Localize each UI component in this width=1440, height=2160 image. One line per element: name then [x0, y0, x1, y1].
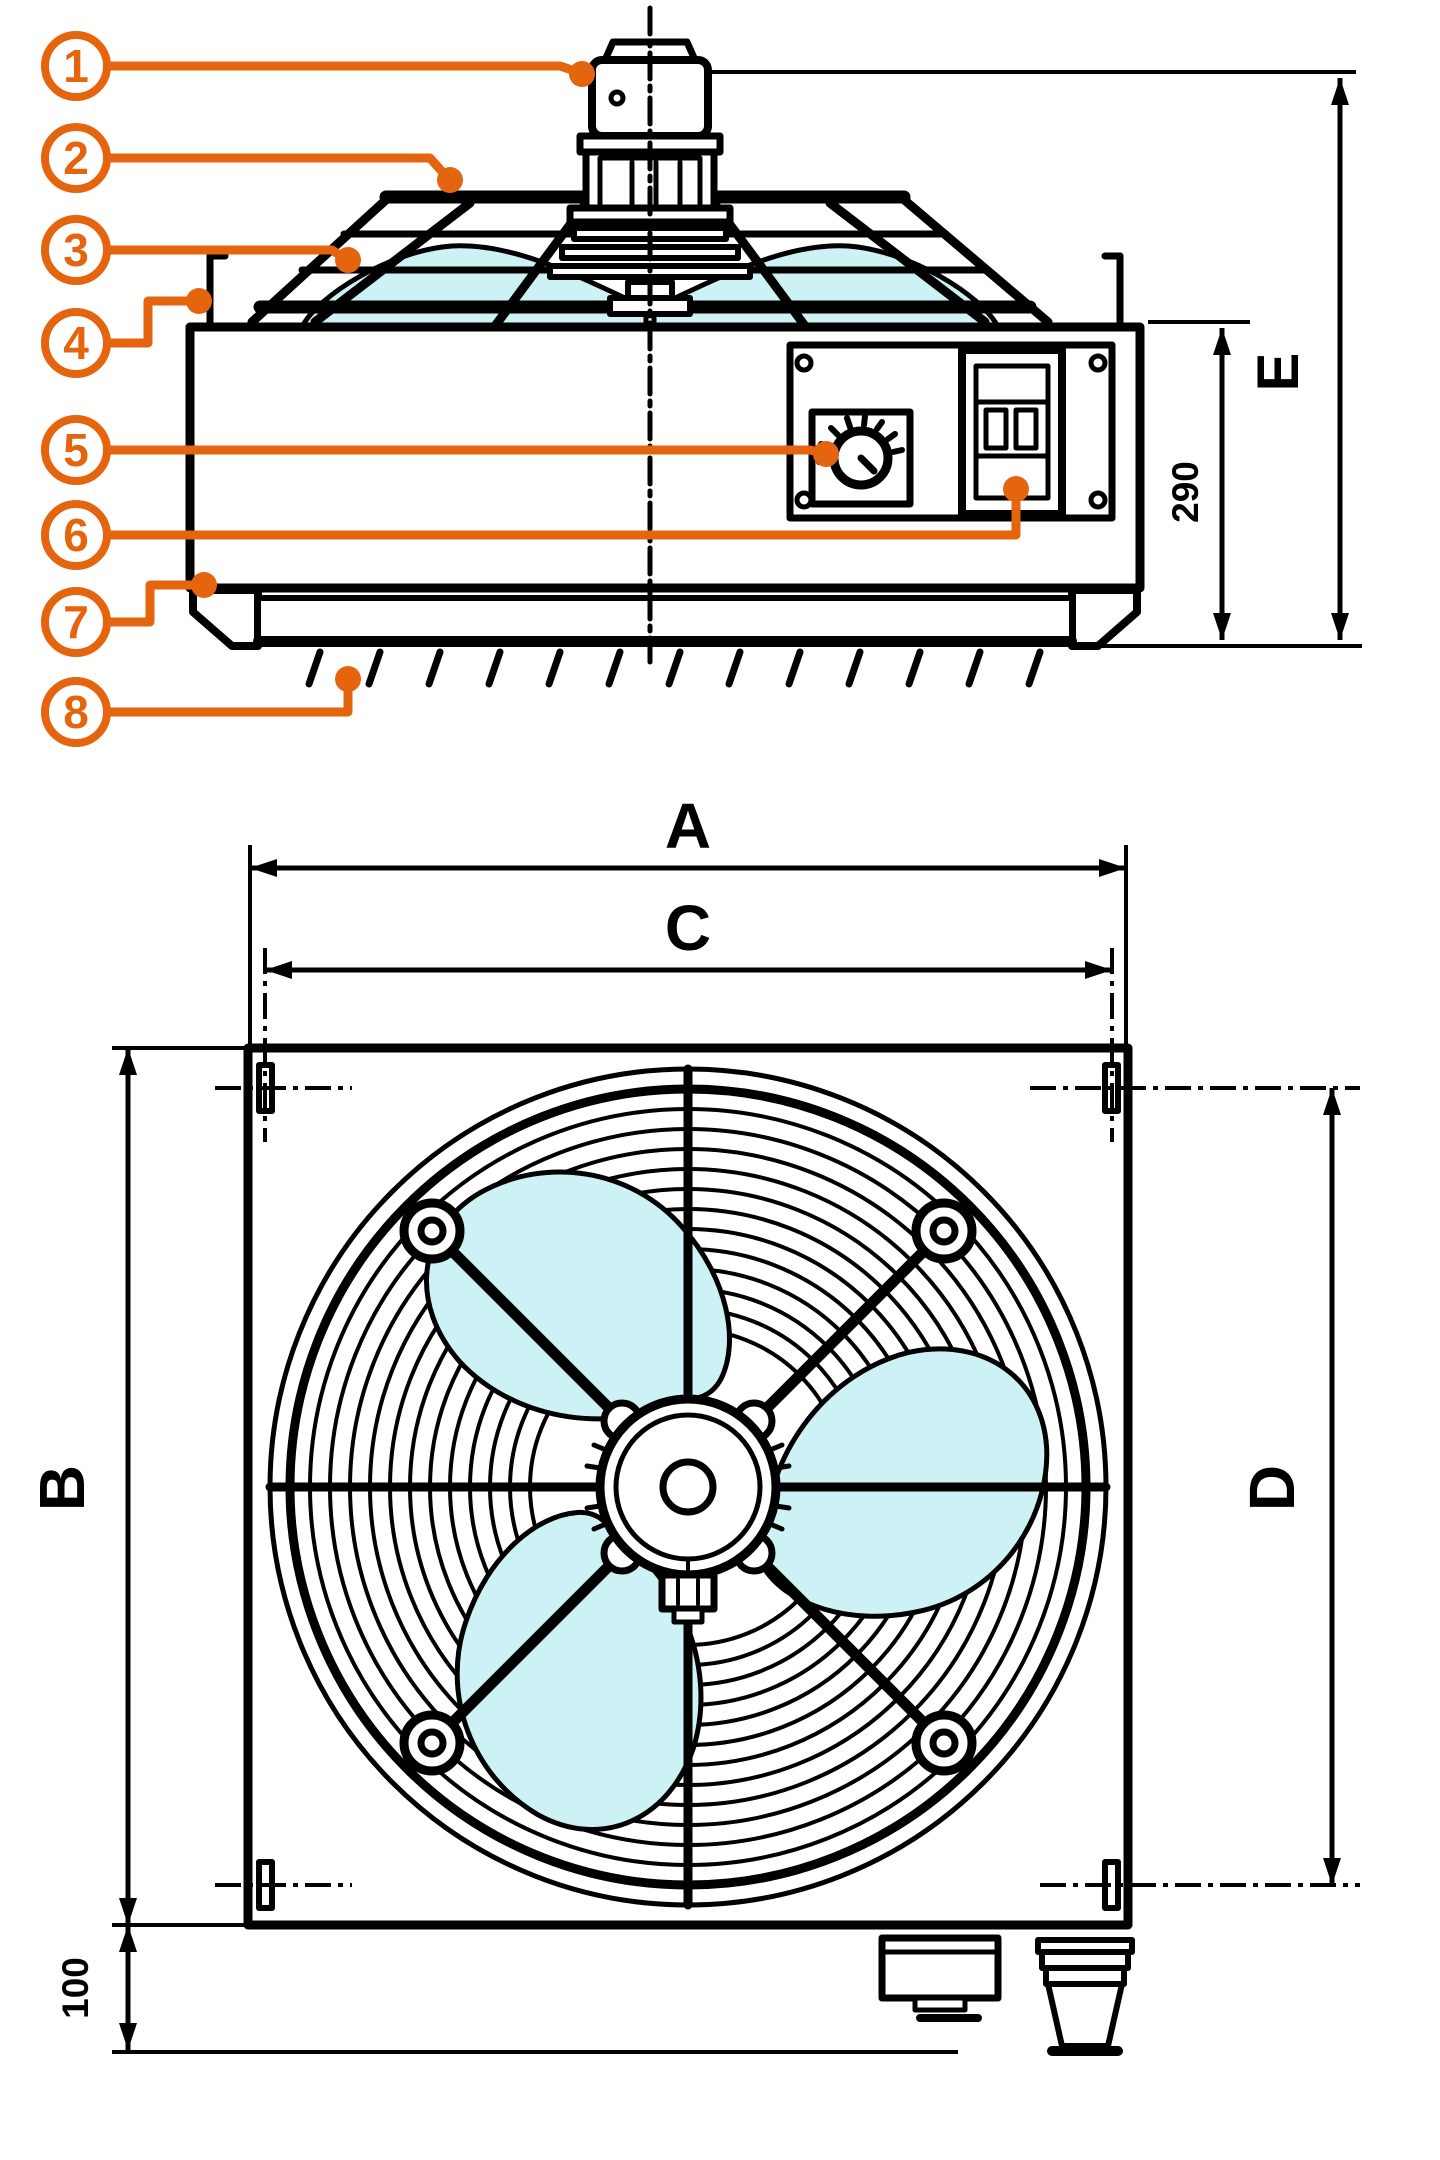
dimension-E: E [712, 70, 1356, 640]
callout-1-pointer-dot [569, 61, 595, 87]
callout-6-pointer-dot [1003, 476, 1029, 502]
callout-8-pointer-dot [335, 666, 361, 692]
dim-label-B: B [26, 1465, 98, 1511]
hub-balance-ticks [582, 1442, 794, 1532]
cable-gland [1035, 1937, 1135, 2056]
callout-7-circle [41, 587, 111, 657]
side-view: 290 E [185, 5, 1362, 688]
dim-label-A: A [665, 790, 711, 862]
callout-5-circle [41, 415, 111, 485]
callout-5: 5 [41, 415, 839, 485]
dimension-A: A [248, 790, 1128, 1046]
callout-1-circle [41, 31, 111, 101]
callout-8: 8 [41, 666, 361, 747]
hanging-hook-right [1101, 252, 1124, 331]
callout-3-circle [41, 215, 111, 285]
control-panel [786, 341, 1116, 522]
dim-label-D: D [1236, 1465, 1308, 1511]
speed-controller-knob [808, 408, 914, 508]
callout-4-pointer-dot [186, 288, 212, 314]
dim-label-E: E [1246, 353, 1311, 392]
callout-3-pointer-dot [335, 247, 361, 273]
hub [582, 1394, 794, 1642]
dimension-100: 100 [55, 1925, 137, 2050]
callout-6-circle [41, 500, 111, 570]
callout-3-number: 3 [63, 224, 89, 276]
dimension-D: D [1236, 1088, 1341, 1885]
brush-seal-ticks [305, 648, 1044, 688]
callout-8-number: 8 [63, 686, 89, 738]
callout-legend: 1 2 3 4 5 6 [41, 31, 1029, 747]
callout-4-circle [41, 308, 111, 378]
front-view: A C B 100 D [26, 790, 1360, 2056]
terminal-box [878, 1934, 1002, 2022]
callout-1: 1 [41, 31, 595, 101]
dimension-290: 290 [1082, 320, 1362, 648]
hanging-hook-left [206, 252, 229, 331]
hub-junction-box [658, 1571, 718, 1625]
callout-7-number: 7 [63, 596, 89, 648]
base-flange [189, 586, 1141, 650]
callout-7-pointer-dot [191, 572, 217, 598]
callout-4-number: 4 [63, 317, 89, 369]
dimension-C: C [263, 892, 1114, 1142]
panel-screws [794, 353, 1108, 510]
callout-5-number: 5 [63, 424, 89, 476]
callout-1-number: 1 [63, 40, 89, 92]
callout-2-circle [41, 123, 111, 193]
callout-7: 7 [41, 572, 217, 657]
callout-2-pointer-dot [437, 167, 463, 193]
callout-6: 6 [41, 476, 1029, 570]
callout-3: 3 [41, 215, 361, 285]
callout-8-circle [41, 677, 111, 747]
dimension-B: B [26, 1046, 250, 1927]
guard-struts [399, 1198, 977, 1776]
dim-label-C: C [665, 892, 711, 964]
callout-2-number: 2 [63, 132, 89, 184]
callout-4: 4 [41, 288, 212, 378]
slot-axis-lines [215, 1086, 1360, 1887]
strut-eyes [399, 1198, 977, 1776]
callout-5-pointer-dot [813, 441, 839, 467]
dim-label-290: 290 [1165, 461, 1206, 523]
callout-6-number: 6 [63, 509, 89, 561]
dim-label-100: 100 [55, 1957, 96, 2019]
callout-2: 2 [41, 123, 463, 193]
